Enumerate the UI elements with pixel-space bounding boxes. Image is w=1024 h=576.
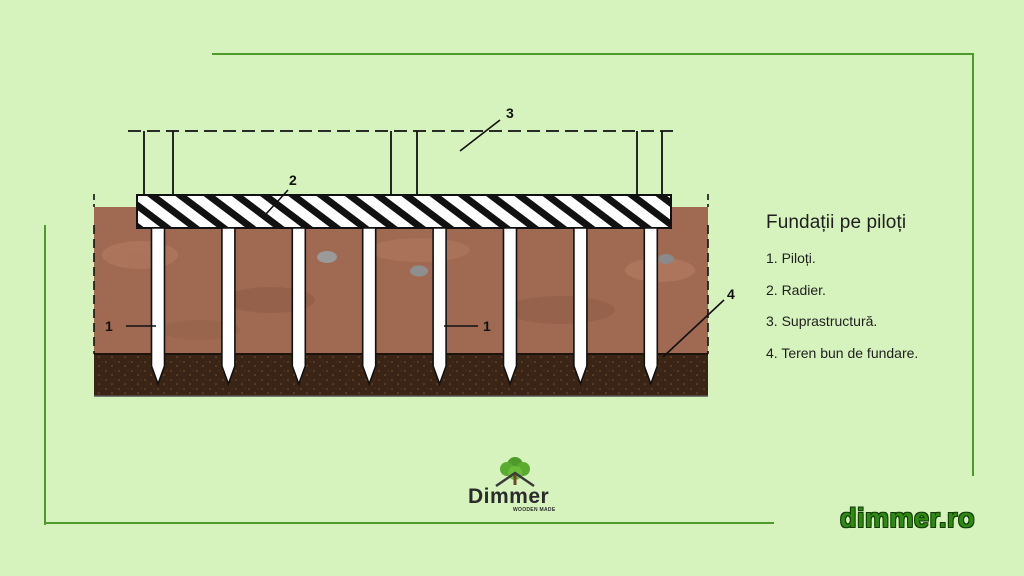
pile xyxy=(573,227,588,387)
frame-bottom-line xyxy=(44,522,774,524)
legend-item-good-ground: 4. Teren bun de fundare. xyxy=(766,344,919,361)
stone xyxy=(658,254,674,264)
piles-group xyxy=(150,227,659,387)
superstructure xyxy=(128,130,674,194)
house-tree-icon xyxy=(495,457,535,488)
pile xyxy=(221,227,236,387)
pile xyxy=(361,227,377,387)
callout-2: 2 xyxy=(289,172,297,188)
legend-item-piles: 1. Piloți. xyxy=(766,250,816,266)
callout-4: 4 xyxy=(727,286,735,302)
legend-list: 1. Piloți. 2. Radier. 3. Suprastructură.… xyxy=(766,250,918,376)
website-label: dimmer.ro xyxy=(840,503,976,533)
ground-boundary xyxy=(93,194,709,354)
pile xyxy=(150,227,166,387)
stone xyxy=(317,251,337,263)
callout-3: 3 xyxy=(506,105,514,121)
stone xyxy=(410,265,428,277)
legend: Fundații pe piloți 1. Piloți. 2. Radier.… xyxy=(766,212,918,376)
logo-tagline: WOODEN MADE xyxy=(513,507,556,513)
pile xyxy=(502,227,518,387)
frame-right-line xyxy=(972,53,974,476)
pile xyxy=(291,227,307,387)
frame-left-line xyxy=(44,225,46,525)
legend-item-superstructure: 3. Suprastructură. xyxy=(766,313,878,329)
logo-name: Dimmer xyxy=(468,485,550,508)
soil-lower-layer xyxy=(94,354,708,396)
pile xyxy=(643,227,659,387)
pile xyxy=(432,227,447,387)
legend-title: Fundații pe piloți xyxy=(766,212,907,233)
callout-1-right: 1 xyxy=(483,318,491,334)
callouts xyxy=(126,119,725,358)
callout-1-left: 1 xyxy=(105,318,113,334)
dimmer-logo: Dimmer WOODEN MADE xyxy=(462,455,566,517)
legend-item-raft: 2. Radier. xyxy=(766,281,826,298)
frame-top-line xyxy=(212,53,974,55)
raft-slab xyxy=(136,194,672,229)
